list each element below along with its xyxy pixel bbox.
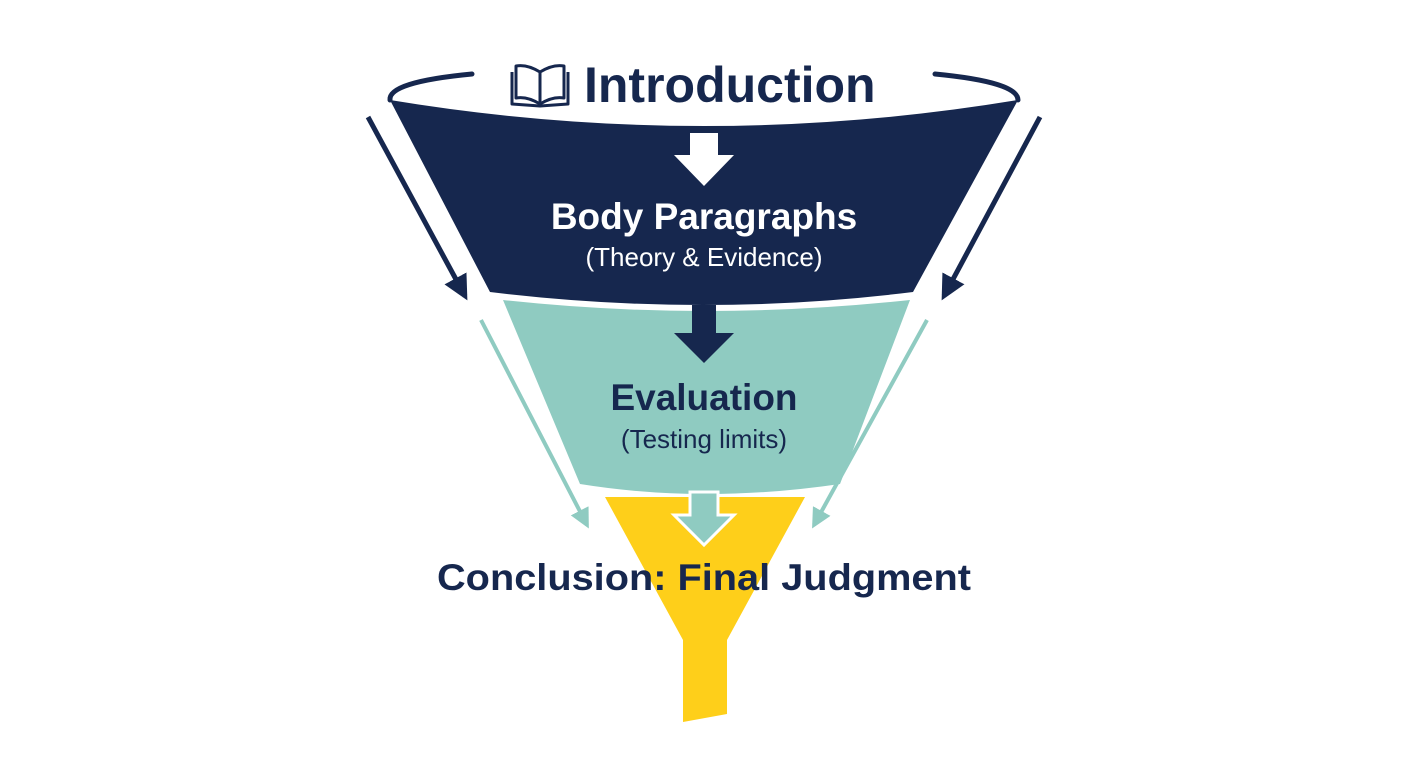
evaluation-subheading: (Testing limits) <box>621 424 787 454</box>
stage-evaluation-shape <box>503 300 910 494</box>
funnel-rim-right <box>932 71 1021 103</box>
open-book-icon <box>510 64 570 108</box>
side-arrow-left-teal <box>479 319 589 529</box>
arrow-down-intro-to-body <box>674 133 734 186</box>
side-arrow-right-navy <box>941 115 1043 301</box>
body-paragraphs-heading: Body Paragraphs <box>551 196 857 237</box>
stage-conclusion-shape <box>605 497 805 722</box>
conclusion-heading: Conclusion: Final Judgment <box>437 557 971 598</box>
side-arrow-left-navy <box>365 115 468 301</box>
stage-body-shape <box>390 100 1018 305</box>
arrow-down-body-to-evaluation <box>674 305 734 363</box>
arrow-down-evaluation-to-conclusion <box>670 490 738 548</box>
evaluation-heading: Evaluation <box>610 377 797 418</box>
side-arrow-right-teal <box>812 319 929 529</box>
intro-title: Introduction <box>584 57 876 113</box>
funnel-rim-left <box>387 71 475 103</box>
body-paragraphs-subheading: (Theory & Evidence) <box>586 242 823 272</box>
